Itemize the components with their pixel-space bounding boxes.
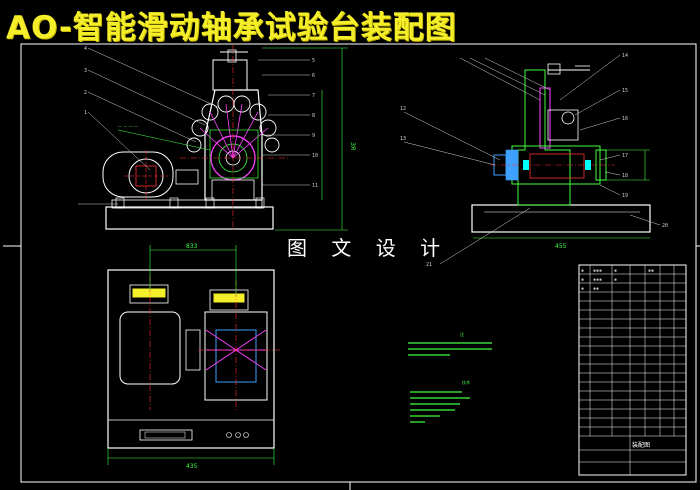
notes-heading-2: 技术 [462,379,470,385]
svg-text:16: 16 [622,116,628,122]
side-view: 455 12 13 14 15 16 17 18 19 20 21 [400,53,668,268]
front-dim-height: ЗЯ [349,142,356,150]
svg-text:20: 20 [662,223,668,229]
svg-text:18: 18 [622,173,628,179]
svg-text:2: 2 [84,90,87,96]
svg-text:▪: ▪ [581,286,584,292]
svg-text:▪: ▪ [581,277,584,283]
svg-text:▪▪▪: ▪▪▪ [593,277,602,283]
svg-text:17: 17 [622,153,628,159]
top-view: 833 435 [107,243,280,470]
svg-text:▪▪: ▪▪ [648,268,654,274]
svg-text:19: 19 [622,193,628,199]
notes-heading-1: 注 [460,331,464,337]
svg-text:7: 7 [312,93,315,99]
svg-text:— — — —: — — — — [118,124,138,129]
drawing-border [3,43,700,490]
watermark-text: 图 文 设 计 [287,236,450,260]
top-dim-inner: 833 [186,243,198,250]
svg-text:15: 15 [622,88,628,94]
svg-text:10: 10 [312,153,318,159]
svg-text:12: 12 [400,106,406,112]
svg-text:13: 13 [400,136,406,142]
svg-text:9: 9 [312,133,315,139]
side-dim-width: 455 [555,243,567,250]
svg-text:▪: ▪ [581,268,584,274]
technical-notes: 注 技术 [408,331,492,423]
front-view: 4 3 2 1 5 6 7 8 9 10 11 — — — — ЗЯ [78,45,356,232]
title-block-label: 装配图 [632,441,650,449]
svg-text:21: 21 [426,262,432,268]
svg-text:5: 5 [312,58,315,64]
svg-text:3: 3 [84,68,87,74]
svg-text:▪: ▪ [614,277,617,283]
title-block: ▪▪▪ ▪▪▪▪▪▪▪▪ ▪▪▪▪ 装配图 [578,264,687,476]
drawing-title: AO-智能滑动轴承试验台装配图 [6,10,457,46]
svg-text:▪▪: ▪▪ [593,286,599,292]
svg-text:▪: ▪ [614,268,617,274]
svg-text:▪▪▪: ▪▪▪ [593,268,602,274]
svg-text:4: 4 [84,46,87,52]
top-dim-width: 435 [186,463,198,470]
svg-text:14: 14 [622,53,628,59]
svg-text:11: 11 [312,183,318,189]
svg-text:1: 1 [84,110,87,116]
svg-text:8: 8 [312,113,315,119]
svg-text:6: 6 [312,73,315,79]
